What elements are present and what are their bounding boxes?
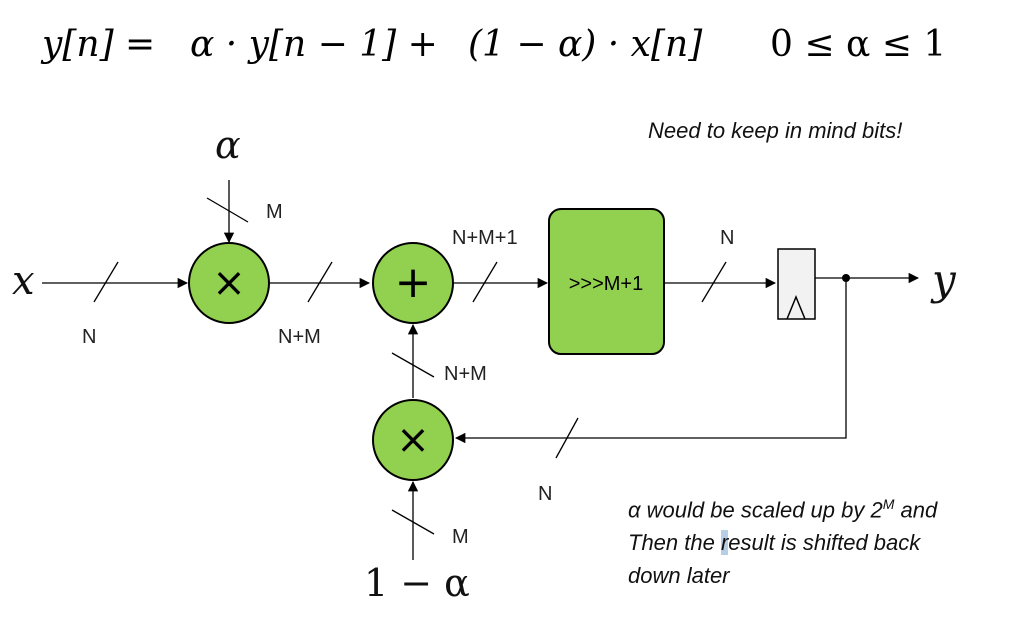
note-scaling-highlight: r [720,530,729,556]
multiplier-bottom-symbol: × [396,417,430,463]
wire-feedback [454,278,847,444]
multiplier-top [188,242,270,324]
slash-shift-out [701,261,727,303]
bitwidth-one-minus-alpha: M [452,526,469,548]
slash-input [93,261,119,303]
shift-block [548,208,665,355]
note-scaling-line1-end: and [894,497,938,523]
output-y-label: y [930,255,957,304]
register [777,248,816,320]
equation-term1: α · y[n − 1] + [190,24,438,65]
bitwidth-input: N [82,326,96,348]
equation-term2: (1 − α) · x[n] [468,24,703,65]
bitwidth-mult2-out: N+M [444,363,487,385]
note-scaling-line1: α would be scaled up by 2M and [628,488,937,526]
shift-block-label: >>>M+1 [569,273,644,295]
bitwidth-mult-out: N+M [278,326,321,348]
slash-mult-out [307,261,333,303]
adder-symbol: + [395,257,432,308]
note-scaling-line2: Then the result is shifted back [628,526,937,559]
note-scaling: α would be scaled up by 2M and Then the … [628,488,937,592]
equation-lhs: y[n] = [40,24,155,65]
note-bits: Need to keep in mind bits! [648,118,902,144]
note-scaling-line3: down later [628,563,730,589]
note-scaling-line2-b: esult is shifted back [728,530,921,556]
input-x-label: x [12,258,35,304]
bitwidth-feedback: N [538,483,552,505]
multiplier-bottom [372,399,454,481]
multiplier-top-symbol: × [212,260,246,306]
register-clock-icon [786,295,806,320]
slash-mult2-out [391,352,435,378]
slash-adder-out [472,261,498,303]
alpha-label: α [215,123,241,167]
slash-feedback [555,417,579,459]
note-scaling-line2-a: Then the [628,530,721,556]
bitwidth-alpha: M [266,201,283,223]
slash-one-minus-alpha [391,509,435,535]
slash-alpha [206,197,249,223]
bitwidth-adder-out: N+M+1 [452,227,518,249]
note-bits-text: Need to keep in mind bits! [648,118,903,143]
one-minus-alpha-label: 1 − α [364,561,470,605]
bus-slashes [93,197,727,535]
equation-constraint: 0 ≤ α ≤ 1 [770,24,946,65]
note-scaling-exponent: M [882,496,895,512]
note-scaling-line1-text: α would be scaled up by 2 [628,497,883,523]
adder [372,242,454,324]
bitwidth-shift-out: N [720,227,734,249]
